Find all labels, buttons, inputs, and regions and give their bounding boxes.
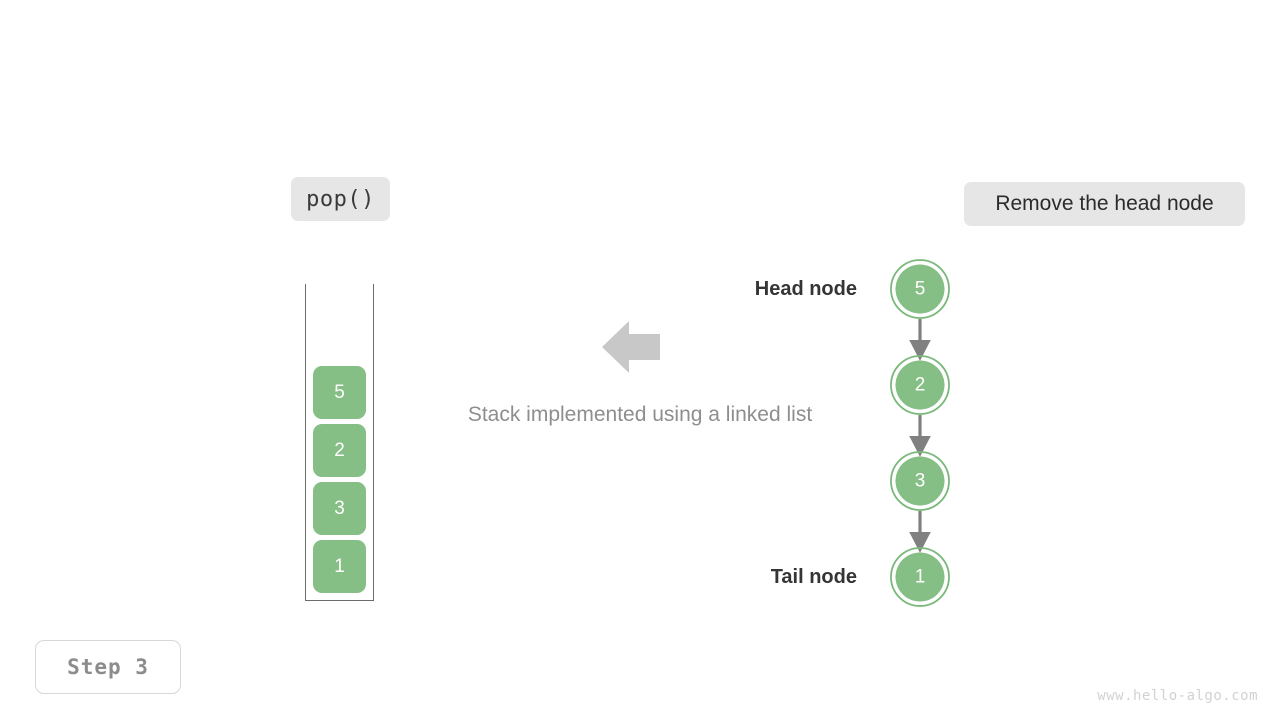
head-node-label: Head node — [659, 278, 857, 301]
stack-box: 5 — [313, 366, 366, 419]
linked-list-node: 1 — [890, 547, 950, 607]
head-node-label-text: Head node — [754, 278, 857, 300]
node-value: 2 — [915, 375, 926, 396]
watermark-text: www.hello-algo.com — [1097, 688, 1258, 704]
caption-text: Stack implemented using a linked list — [467, 403, 813, 426]
stack-box: 1 — [313, 540, 366, 593]
node-value: 1 — [915, 567, 926, 588]
tail-node-label-text: Tail node — [770, 566, 857, 588]
stack-box: 2 — [313, 424, 366, 477]
linked-list-node: 5 — [890, 259, 950, 319]
stack-box-value: 5 — [334, 381, 345, 403]
node-value: 5 — [915, 279, 926, 300]
linked-list-graph: 5 2 3 1 — [890, 259, 950, 607]
stack-items: 5 2 3 1 — [306, 366, 373, 593]
operation-label: pop() — [306, 186, 375, 212]
linked-list-node: 2 — [890, 355, 950, 415]
tail-node-label: Tail node — [659, 566, 857, 589]
operation-pill: pop() — [291, 177, 390, 221]
stack-container: 5 2 3 1 — [305, 284, 374, 601]
stack-box: 3 — [313, 482, 366, 535]
step-label: Step 3 — [67, 655, 149, 679]
left-arrow-icon — [602, 321, 660, 373]
watermark: www.hello-algo.com — [1097, 688, 1258, 704]
node-value: 3 — [915, 471, 926, 492]
stack-box-value: 1 — [334, 555, 345, 577]
stack-box-value: 3 — [334, 497, 345, 519]
stack-box-value: 2 — [334, 439, 345, 461]
description-label: Remove the head node — [995, 192, 1214, 215]
step-pill: Step 3 — [35, 640, 181, 694]
description-pill: Remove the head node — [964, 182, 1245, 226]
linked-list-node: 3 — [890, 451, 950, 511]
diagram-caption: Stack implemented using a linked list — [440, 403, 840, 427]
